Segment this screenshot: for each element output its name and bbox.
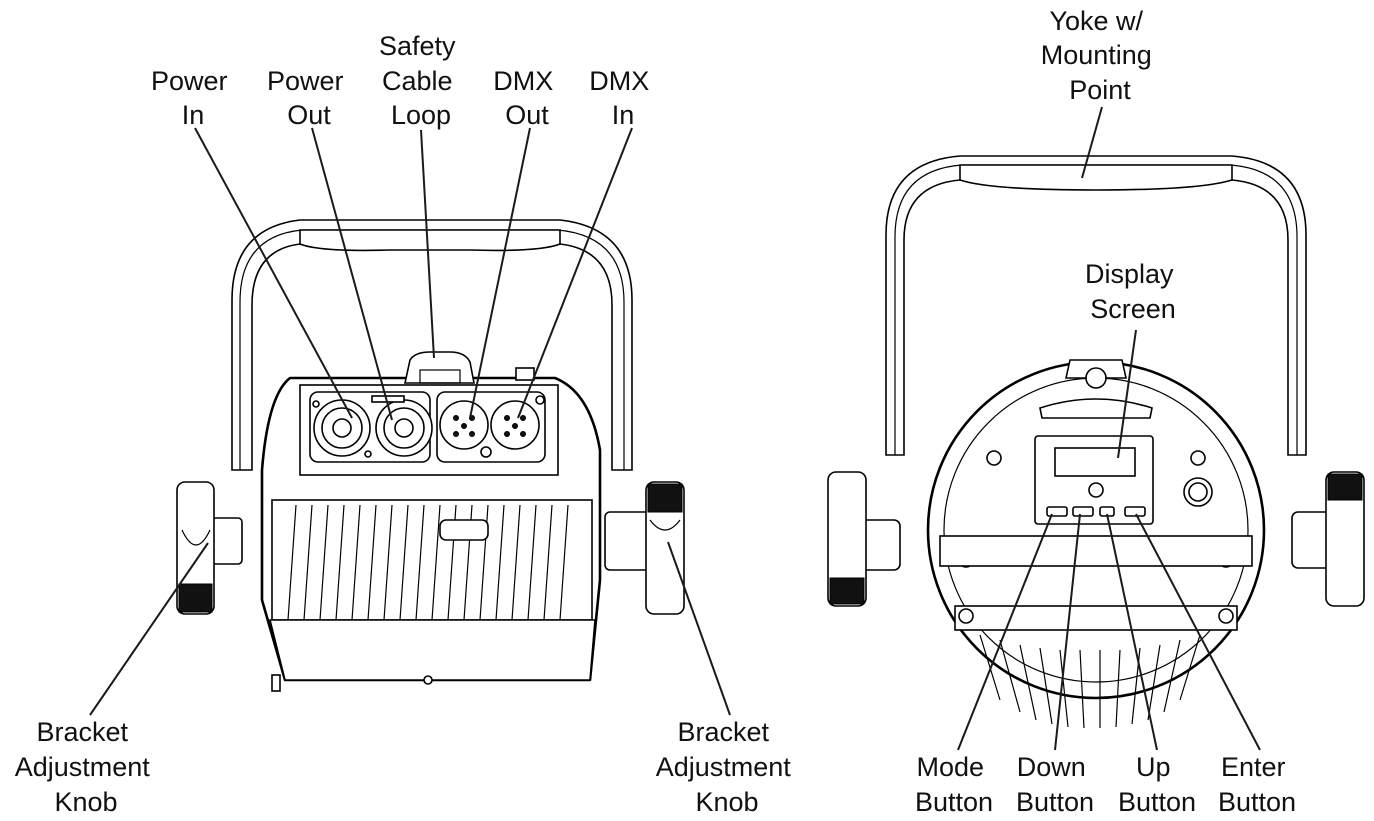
right-yoke	[885, 155, 1307, 456]
labels: Power In Power Out Safety Cable Loop DMX…	[15, 6, 1296, 817]
left-heat-sink	[271, 499, 593, 621]
label-safety-cable-loop: Safety Cable Loop	[379, 31, 463, 130]
label-display-screen: Display Screen	[1085, 259, 1181, 324]
mode-button-shape	[1046, 506, 1068, 517]
label-dmx-out: DMX Out	[493, 66, 561, 130]
label-bracket-knob-right: Bracket Adjustment Knob	[656, 717, 799, 817]
label-down-button: Down Button	[1016, 752, 1094, 817]
right-view-left-knob	[827, 471, 901, 607]
label-power-in: Power In	[151, 66, 235, 130]
right-view-right-knob	[1291, 471, 1365, 607]
leader-lines	[89, 106, 1261, 751]
label-enter-button: Enter Button	[1218, 752, 1296, 817]
label-mode-button: Mode Button	[915, 752, 993, 817]
display-panel	[1034, 435, 1154, 525]
enter-button-shape	[1124, 506, 1146, 517]
dmx-out-connector	[439, 400, 492, 458]
display-screen	[1054, 447, 1136, 477]
left-yoke	[231, 219, 633, 471]
rear-view-fixture	[176, 219, 685, 692]
label-yoke: Yoke w/ Mounting Point	[1041, 6, 1160, 105]
dmx-in-connector	[490, 395, 545, 450]
label-up-button: Up Button	[1118, 752, 1196, 817]
right-bracket-knob	[604, 481, 685, 615]
label-dmx-in: DMX In	[589, 66, 657, 130]
label-power-out: Power Out	[267, 66, 351, 130]
left-bracket-knob	[176, 481, 243, 615]
label-bracket-knob-left: Bracket Adjustment Knob	[15, 717, 158, 817]
down-button-shape	[1072, 506, 1094, 517]
safety-cable-loop-handle	[404, 351, 475, 384]
front-view-fixture	[827, 155, 1365, 729]
